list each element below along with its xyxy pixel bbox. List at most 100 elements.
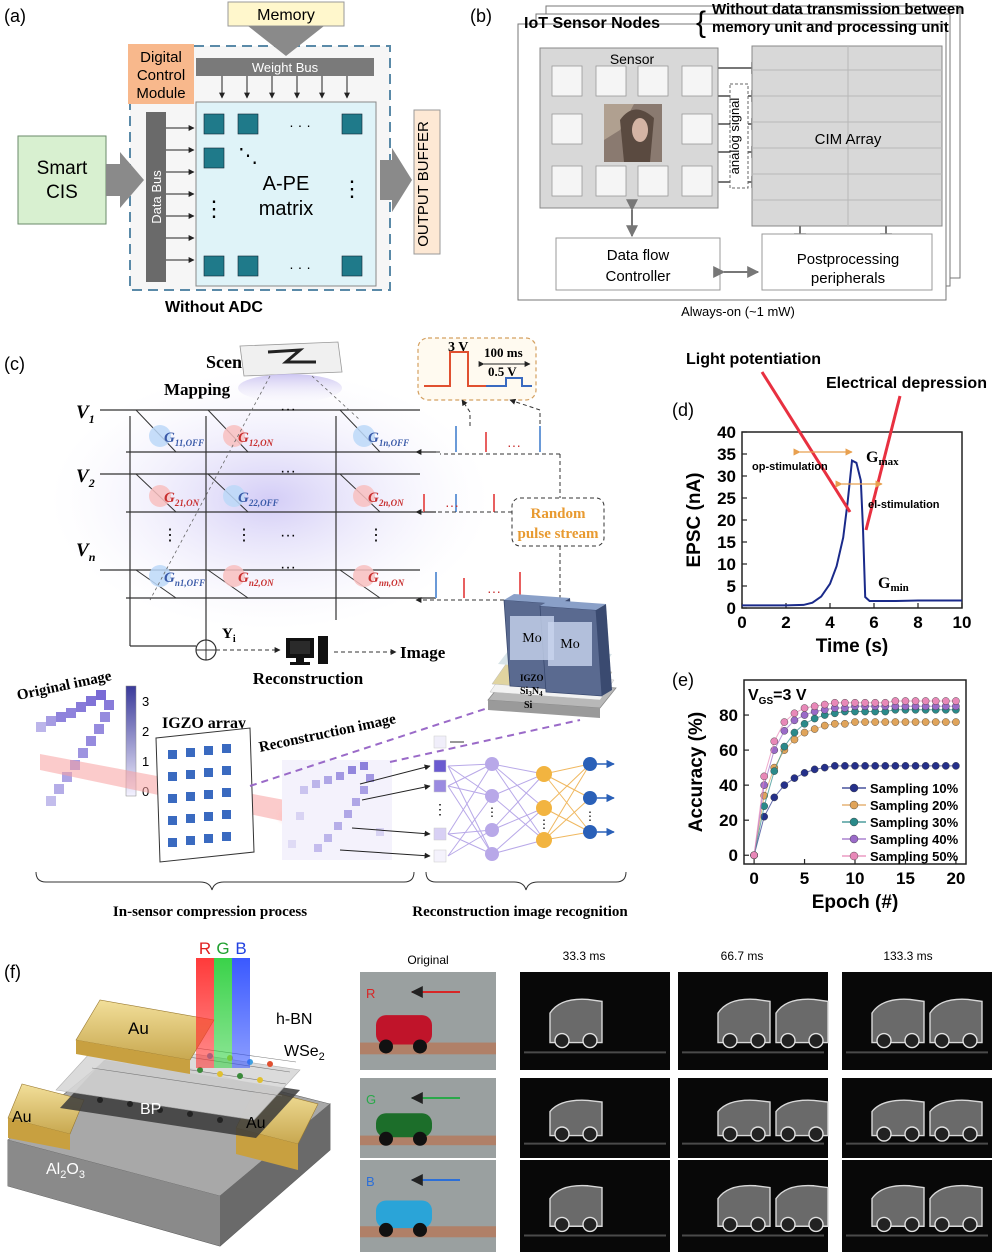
row-color-label: B <box>366 1174 375 1189</box>
legend-marker-5 <box>849 851 859 861</box>
event-wheel <box>780 1216 796 1233</box>
igzo-layer: IGZO <box>520 673 544 683</box>
event-wheel <box>750 1032 766 1049</box>
y-axis-label: EPSC (nA) <box>684 473 705 568</box>
crossbar-dots-row2: ··· <box>280 463 296 480</box>
event-car <box>549 998 603 1044</box>
car-wheel <box>413 1039 427 1054</box>
light-pot-pointer <box>760 371 852 513</box>
beam-blue <box>232 958 250 1068</box>
series-2-point <box>871 718 879 726</box>
event-car <box>929 1184 983 1227</box>
elec-dep-pointer <box>864 395 902 531</box>
series-1-point <box>921 762 930 770</box>
dfc-line1: Data flow <box>607 247 670 264</box>
epsc-trace <box>742 459 962 607</box>
col-header-133ms: 133.3 ms <box>883 949 932 963</box>
series-5-point <box>871 698 879 707</box>
y-tick-label: 80 <box>719 706 738 725</box>
reconstruction-label: Reconstruction <box>253 669 364 688</box>
nn-output <box>583 757 597 839</box>
ape-dots-left: ⋮ <box>203 196 225 221</box>
y-axis-label: Accuracy (%) <box>686 712 707 832</box>
legend-marker-2 <box>849 800 859 810</box>
data-bus <box>146 112 166 282</box>
crossbar-dots-rown: ··· <box>280 559 296 576</box>
series-5-point <box>820 700 829 709</box>
electrical-depression-label: Electrical depression <box>826 375 987 392</box>
x-tick-label: 4 <box>825 613 835 632</box>
series-1-point <box>820 763 829 772</box>
sensor-label: Sensor <box>610 51 655 67</box>
x-tick-label: 8 <box>913 613 922 632</box>
series-3-point <box>810 714 819 723</box>
scene-scribble <box>267 348 316 364</box>
beam-red <box>196 958 214 1068</box>
series-1-point <box>861 762 869 770</box>
recon-to-input-arrows <box>339 764 431 859</box>
random-pulse-box <box>511 497 605 547</box>
vgs-label: VGS=3 V <box>748 687 807 707</box>
output-buffer-label: OUTPUT BUFFER <box>415 121 432 247</box>
event-wheel <box>808 1126 824 1142</box>
scene-beam <box>238 374 342 402</box>
event-wheel <box>876 1032 892 1049</box>
mo-right: Mo <box>560 637 579 652</box>
ape-label-2: matrix <box>259 198 313 220</box>
weight-bus-arrows <box>219 76 350 99</box>
event-wheel <box>904 1126 920 1142</box>
lena-thumbnail <box>604 104 662 162</box>
crossbar-dots-mid2: ⋮ <box>236 527 252 544</box>
x-tick-label: 6 <box>869 613 878 632</box>
bp-label: BP <box>140 1101 161 1118</box>
x-axis-label: Time (s) <box>816 636 889 657</box>
event-wheel <box>876 1216 892 1233</box>
digital-control-line2: Control <box>137 67 185 84</box>
toy-car <box>376 1113 432 1138</box>
x-tick-label: 10 <box>953 613 972 632</box>
recog-label: Reconstruction image recognition <box>412 904 628 920</box>
series-5-point <box>770 737 779 746</box>
legend-marker-3 <box>849 817 859 827</box>
event-wheel <box>934 1216 950 1233</box>
series-5-point <box>800 704 809 712</box>
analog-signal-label: analog signal <box>727 98 742 175</box>
legend-label-4: Sampling 40% <box>870 832 959 847</box>
y-tick-label: 40 <box>717 423 736 442</box>
without-adc-label: Without ADC <box>165 299 263 316</box>
car-wheel <box>413 1222 427 1237</box>
brace-recog <box>425 871 627 891</box>
smart-cis-box <box>17 135 107 225</box>
g2n-label: G2n,ON <box>368 490 404 508</box>
series-1-point <box>871 762 879 770</box>
gmin-label: Gmin <box>878 575 909 594</box>
in-sensor-label: In-sensor compression process <box>113 904 307 920</box>
iot-note-2: memory unit and processing unit <box>712 19 949 36</box>
series-1-point <box>931 762 940 770</box>
series-5-point <box>790 709 799 718</box>
toy-car <box>376 1200 432 1229</box>
ape-dots-bottom: · · · <box>289 259 311 275</box>
series-5-point <box>891 697 900 705</box>
series-1-point <box>881 762 890 770</box>
car-wheel <box>379 1222 393 1237</box>
event-wheel <box>962 1032 978 1049</box>
recon-to-device-links <box>249 705 581 787</box>
series-1-point <box>800 769 809 777</box>
dfc-line2: Controller <box>605 268 670 285</box>
beam-r-label: R <box>199 939 211 958</box>
brace-in-sensor <box>35 871 415 891</box>
pulse-streams <box>423 426 541 598</box>
ape-label-1: A-PE <box>263 173 310 195</box>
device-glows <box>149 425 375 587</box>
series-2-point <box>921 718 930 726</box>
cbar-3: 3 <box>142 694 149 709</box>
wse2-label: WSe2 <box>284 1043 325 1063</box>
series-5-point <box>921 697 930 705</box>
ape-dots-right: ⋮ <box>341 176 363 201</box>
crossbar-dots-row1: ··· <box>280 401 296 418</box>
series-3-point <box>770 767 779 775</box>
event-image-grid: RGB <box>360 972 992 1252</box>
